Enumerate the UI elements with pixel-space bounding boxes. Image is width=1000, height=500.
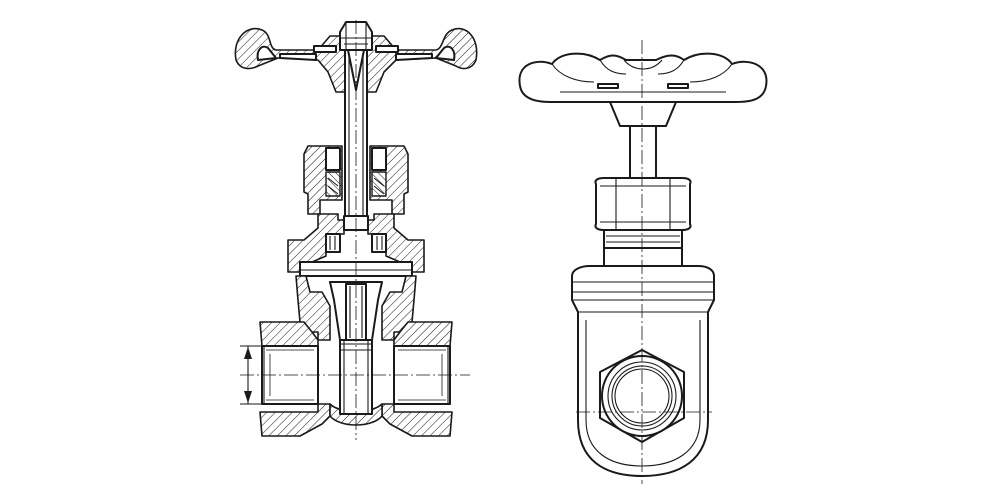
sectional-view [234,20,478,440]
dimension-arrow [240,345,262,405]
packing-gland-section [303,145,409,215]
side-view [518,40,768,484]
bonnet [603,229,683,267]
stem-side [629,125,657,183]
handwheel [518,52,768,127]
valve-body [571,265,715,477]
packing-nut [594,177,692,231]
